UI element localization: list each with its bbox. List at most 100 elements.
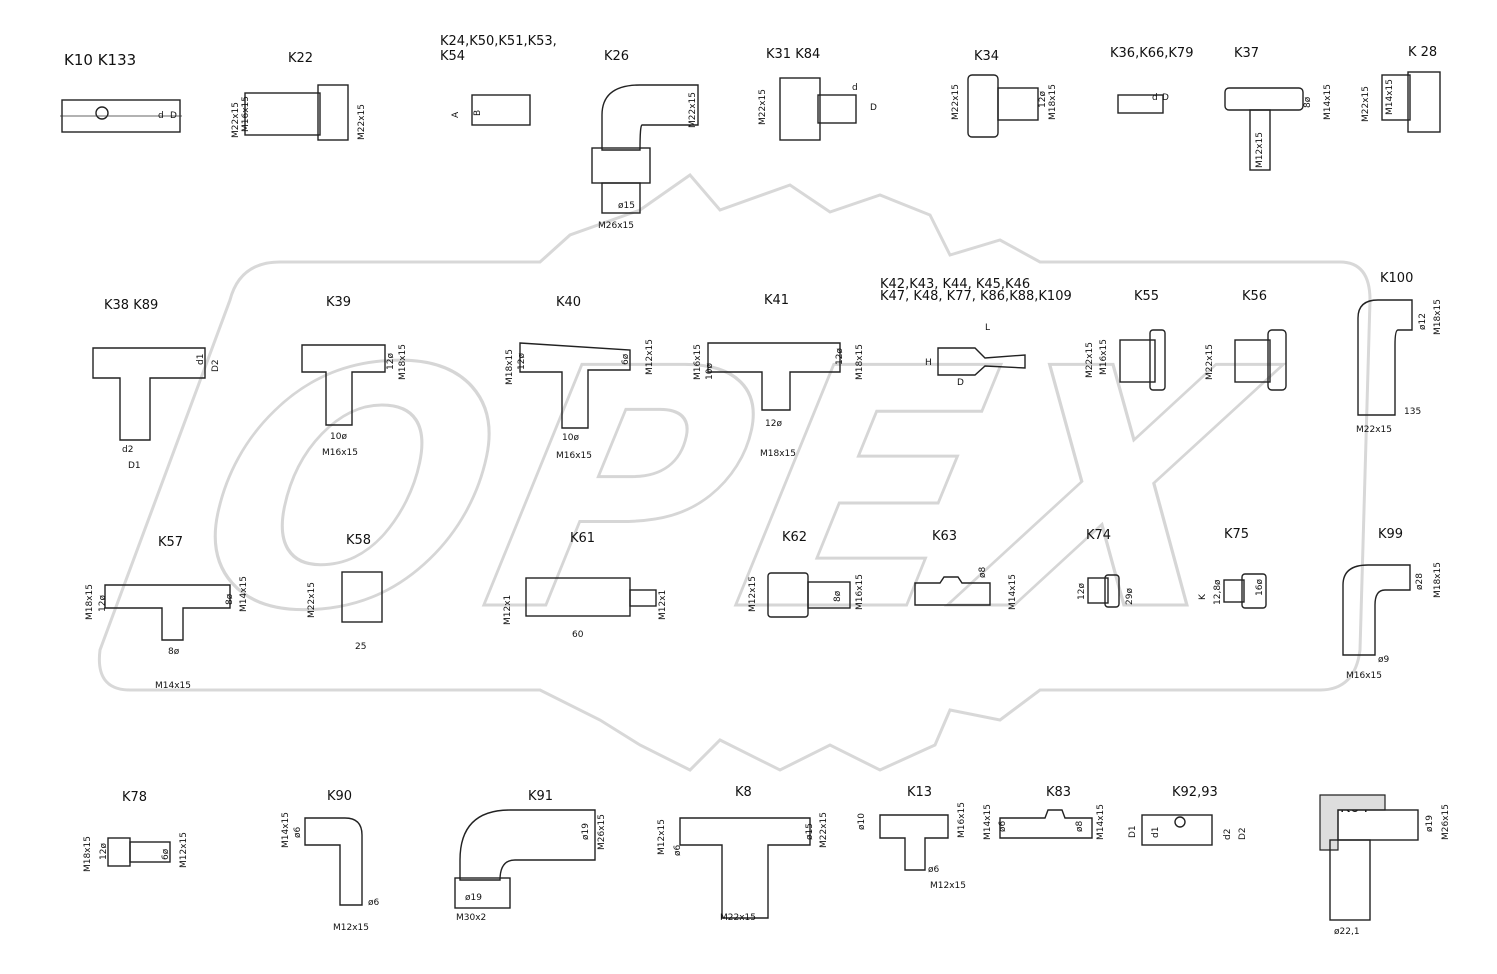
part-k38-dim-4: D1 (128, 461, 141, 471)
part-k100: K100 ø12 M18x15 135 M22x15 (1356, 271, 1443, 435)
part-k40-dim-4: M12x15 (645, 339, 655, 375)
part-k26: K26 M22x15 ø15 M26x15 (591, 49, 699, 231)
part-k78-head (107, 837, 131, 867)
part-k28-dim-2: M14x15 (1385, 79, 1395, 115)
part-k22-label: K22 (288, 51, 313, 66)
part-k13-tee (879, 814, 949, 871)
part-k91-dim-2: M26x15 (597, 814, 607, 850)
part-k64-bore (1337, 809, 1419, 841)
part-k100-elbow (1357, 299, 1413, 416)
part-k8-label: K8 (735, 785, 752, 800)
part-k92-label: K92,93 (1172, 785, 1218, 800)
part-k41-dim-6: M18x15 (760, 449, 796, 459)
part-k75-label: K75 (1224, 527, 1249, 542)
part-k57-dim-3: 8ø (225, 593, 235, 605)
part-k22-dim-3: M22x15 (357, 104, 367, 140)
part-k40-label: K40 (556, 295, 581, 310)
part-k61-dim-3: 60 (572, 630, 584, 640)
part-k22-dim-1: M22x15 (231, 102, 241, 138)
part-k10-dim-2: D (170, 111, 177, 121)
part-k41-dim-4: M18x15 (855, 344, 865, 380)
part-k8-dim-3: ø15 (805, 823, 815, 840)
part-k58-dim-1: M22x15 (307, 582, 317, 618)
part-k62-dim-3: M16x15 (855, 574, 865, 610)
part-k91-label: K91 (528, 789, 553, 804)
part-k38-tee (92, 347, 206, 441)
part-k40-dim-1: M18x15 (505, 349, 515, 385)
part-k63-dim-1: ø8 (978, 566, 988, 578)
part-k61: K61 M12x1 M12x1 60 (503, 531, 668, 640)
part-k39-dim-1: 12ø (386, 353, 396, 370)
part-k39: K39 12ø M18x15 10ø M16x15 (301, 295, 408, 458)
part-k10-dim-1: d (158, 111, 164, 121)
part-k37-label: K37 (1234, 46, 1259, 61)
part-k39-label: K39 (326, 295, 351, 310)
part-k24-dim-2: B (473, 110, 483, 116)
part-k57-tee (104, 584, 231, 641)
part-k42: K42,K43, K44, K45,K46 K47, K48, K77, K86… (880, 277, 1072, 388)
part-k56-stem (1234, 339, 1271, 383)
part-k91-dim-1: ø19 (581, 823, 591, 840)
part-k92-body (1141, 814, 1213, 846)
part-k34-nut (967, 74, 999, 138)
part-k61-dim-2: M12x1 (658, 590, 668, 620)
part-k55-nut (1149, 329, 1166, 391)
part-k90-dim-1: M14x15 (281, 812, 291, 848)
part-k8-dim-5: M22x15 (720, 913, 756, 923)
part-k34-dim-3: M18x15 (1048, 84, 1058, 120)
part-k42-label: K42,K43, K44, K45,K46 (880, 277, 1030, 292)
part-k42-dim-1: L (985, 323, 990, 333)
part-k13-label: K13 (907, 785, 932, 800)
part-k63: K63 ø8 M14x15 (914, 529, 1018, 610)
part-k74-dim-1: 12ø (1077, 583, 1087, 600)
part-k26-elbow (601, 84, 699, 151)
part-k41: K41 M16x15 10ø 12ø M18x15 12ø M18x15 (693, 293, 865, 459)
part-k90-label: K90 (327, 789, 352, 804)
part-k31-dim-1: M22x15 (758, 89, 768, 125)
part-k55-label: K55 (1134, 289, 1159, 304)
part-k37-dim-1: 8ø (1303, 96, 1313, 108)
part-k62: K62 M12x15 8ø M16x15 (748, 530, 865, 618)
part-k83-dim-3: ø8 (1075, 820, 1085, 832)
part-k34-dim-2: 12ø (1038, 91, 1048, 108)
part-k38-dim-2: D2 (211, 359, 221, 372)
part-k34-dim-1: M22x15 (951, 84, 961, 120)
part-k36-shape (1117, 94, 1164, 114)
part-k83-label: K83 (1046, 785, 1071, 800)
part-k90-dim-2: ø6 (293, 826, 303, 838)
part-k99-label: K99 (1378, 527, 1403, 542)
part-k99-elbow (1342, 564, 1411, 656)
part-k40-dim-2: 12ø (517, 353, 527, 370)
part-k37-dim-3: M12x15 (1255, 132, 1265, 168)
part-k100-dim-3: 135 (1404, 407, 1421, 417)
part-k56-dim-1: M22x15 (1205, 344, 1215, 380)
part-k64-dim-2: M26x15 (1441, 804, 1451, 840)
part-k57-dim-1: M18x15 (85, 584, 95, 620)
part-k41-dim-5: 12ø (765, 419, 782, 429)
part-k40: K40 M18x15 12ø 6ø M12x15 10ø M16x15 (505, 295, 655, 461)
part-k99-dim-3: ø9 (1378, 655, 1390, 665)
part-k64-dim-3: ø22,1 (1334, 927, 1360, 937)
part-k62-dim-2: 8ø (833, 590, 843, 602)
part-k39-dim-4: M16x15 (322, 448, 358, 458)
part-k83-dim-2: ø6 (998, 820, 1008, 832)
part-k28-nut (1407, 71, 1441, 133)
part-k31-stem (817, 94, 857, 124)
part-k39-dim-3: 10ø (330, 432, 347, 442)
part-k78-dim-3: 6ø (161, 848, 171, 860)
part-k36-dim-1: d (1152, 93, 1158, 103)
part-k100-dim-2: M18x15 (1433, 299, 1443, 335)
part-k38-label: K38 K89 (104, 298, 158, 313)
part-k41-tee (707, 342, 841, 411)
part-k26-dim-3: M26x15 (598, 221, 634, 231)
part-k92: K92,93 D1 d1 d2 D2 (1128, 785, 1248, 846)
part-k64-shaft (1329, 839, 1371, 921)
part-k39-tee (301, 344, 386, 426)
part-k75: K75 K 12,8ø 16ø (1198, 527, 1267, 609)
part-k62-stem (807, 581, 851, 609)
part-k22-dim-2: M16x15 (241, 96, 251, 132)
part-k22-nut (317, 84, 349, 141)
part-k24-label: K24,K50,K51,K53, (440, 34, 557, 49)
part-k42-label-2: K47, K48, K77, K86,K88,K109 (880, 289, 1072, 304)
